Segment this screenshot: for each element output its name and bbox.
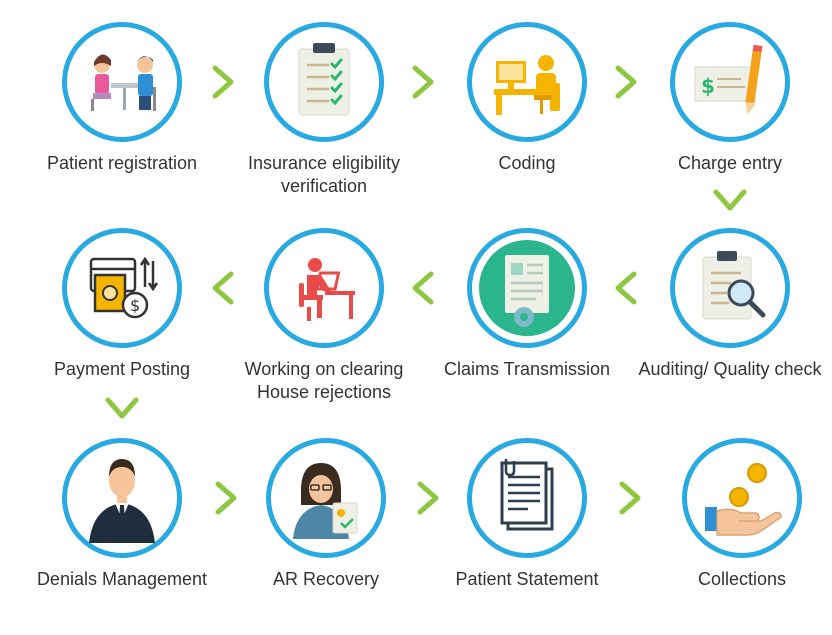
step-label: Patient registration [46,153,198,173]
step-circle [264,22,384,142]
clipboard-magnifier-icon [702,251,766,320]
arrow-right [608,64,644,100]
step-circle [467,438,587,558]
computer-workstation-icon [494,55,560,115]
document-gear-icon [479,240,575,336]
step-circle [264,228,384,348]
step-label: Patient Statement [455,569,599,589]
step-circle [62,22,182,142]
step-label: Coding [498,153,556,173]
registration-desk-icon [91,54,156,111]
step-circle [467,22,587,142]
step-label: Claims Transmission [443,359,611,379]
arrow-left [608,270,644,306]
person-at-desk-icon [299,258,355,321]
businessman-icon [89,459,155,543]
check-pencil-icon: $ [694,44,763,115]
arrow-left [405,270,441,306]
step-circle [682,438,802,558]
arrow-right [612,480,648,516]
step-circle [266,438,386,558]
step-circle [62,438,182,558]
step-label: Auditing/ Quality check [638,359,822,379]
step-label: Charge entry [677,153,783,173]
arrow-right [410,480,446,516]
step-label: Working on clearing House rejections [244,359,404,402]
step-label: Denials Management [36,569,208,589]
statement-document-icon [500,459,554,531]
payment-card-coin-icon: $ [89,256,159,319]
arrow-down [104,390,140,426]
arrow-left [205,270,241,306]
step-label: Insurance eligibility verification [247,153,401,196]
checklist-clipboard-icon [298,43,350,116]
arrow-right [405,64,441,100]
step-label: AR Recovery [272,569,380,589]
step-circle: $ [670,22,790,142]
step-label: Collections [697,569,787,589]
step-circle [670,228,790,348]
woman-document-icon [293,463,358,539]
svg-text:$: $ [701,74,715,98]
arrow-right [205,64,241,100]
hand-coins-icon [705,463,782,536]
step-circle: $ [62,228,182,348]
arrow-down [712,182,748,218]
arrow-right [208,480,244,516]
step-label: Payment Posting [53,359,191,379]
svg-text:$: $ [130,296,140,315]
step-circle [467,228,587,348]
